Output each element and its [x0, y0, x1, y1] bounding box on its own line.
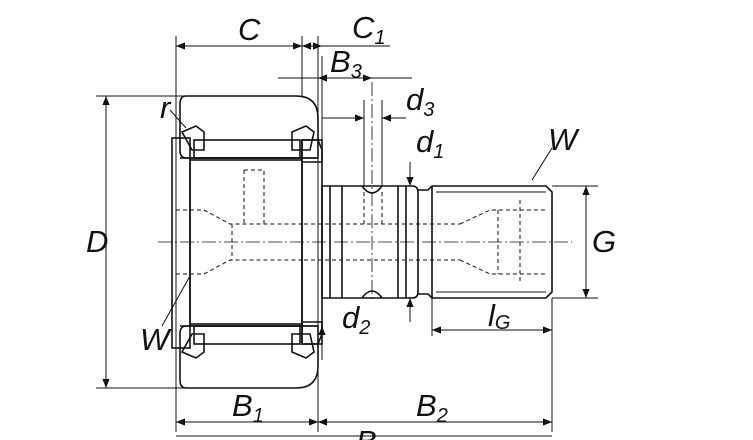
- label-W-right: W: [548, 122, 580, 157]
- label-B1: B1: [232, 388, 264, 427]
- label-B: B: [356, 424, 377, 440]
- dimension-labels: C C1 B3 d3 d1 r W D G W d2 lG B1 B2 B: [86, 10, 616, 440]
- extension-lines: [96, 36, 598, 432]
- label-B2: B2: [416, 388, 448, 427]
- label-C1: C1: [352, 10, 386, 49]
- label-D: D: [86, 224, 108, 259]
- label-lG: lG: [488, 298, 510, 334]
- stud-head: [171, 137, 303, 349]
- label-r: r: [160, 90, 172, 125]
- needle-rollers: [193, 139, 301, 345]
- label-d1: d1: [416, 124, 444, 163]
- centre-lines: [158, 82, 572, 300]
- label-B3: B3: [330, 44, 362, 83]
- label-d2: d2: [342, 300, 370, 339]
- hidden-lines: [176, 169, 546, 284]
- dimension-lines: [102, 42, 590, 437]
- label-d3: d3: [406, 82, 434, 121]
- label-G: G: [592, 224, 616, 259]
- label-W-left: W: [140, 322, 172, 357]
- label-C: C: [238, 12, 261, 47]
